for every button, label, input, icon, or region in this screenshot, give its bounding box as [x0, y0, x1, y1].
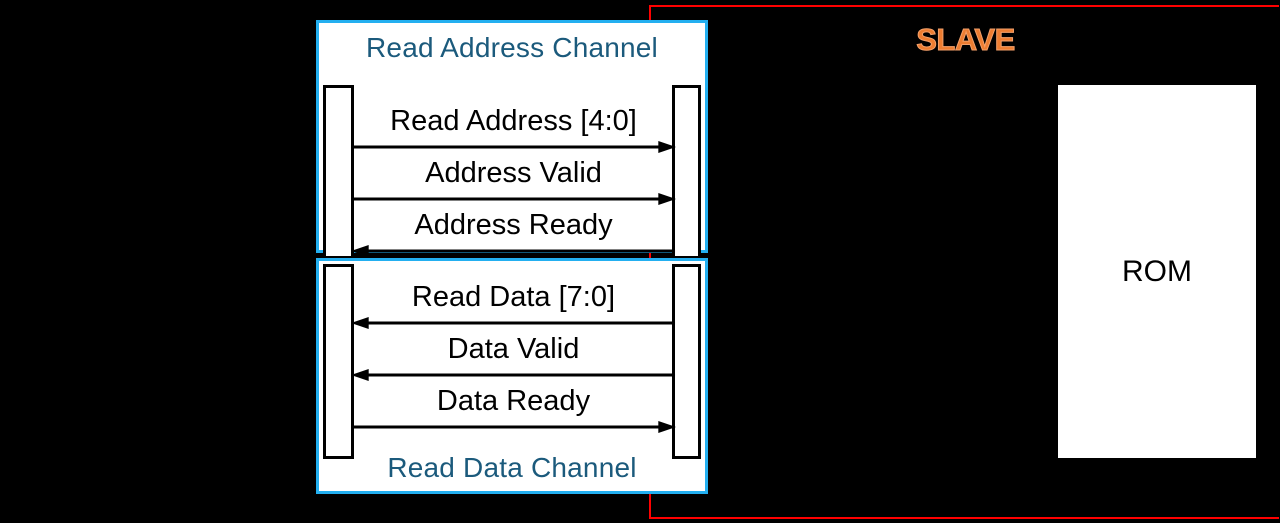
rom-label: ROM — [1122, 254, 1192, 288]
signal-data-ready: Data Ready — [351, 383, 676, 435]
signal-data-ready-label: Data Ready — [436, 385, 591, 417]
master-port-pillar-data — [323, 264, 354, 459]
signal-read-address: Read Address [4:0] — [351, 103, 676, 155]
signal-address-valid-label: Address Valid — [425, 157, 602, 189]
signal-data-valid: Data Valid — [351, 331, 676, 383]
slave-port-pillar-address — [672, 85, 701, 259]
arrow-right-icon — [351, 421, 676, 433]
arrow-left-icon — [351, 317, 676, 329]
read-data-channel-title: Read Data Channel — [387, 452, 637, 483]
arrow-left-icon — [351, 245, 676, 257]
read-address-channel-title: Read Address Channel — [366, 32, 658, 63]
slave-title: SLAVE — [916, 22, 1016, 58]
read-data-channel-box: Read Data [7:0] Data Valid Data Ready Re… — [316, 258, 708, 494]
signal-read-data-label: Read Data [7:0] — [411, 281, 616, 313]
signal-read-address-label: Read Address [4:0] — [390, 105, 637, 137]
arrow-right-icon — [351, 141, 676, 155]
slave-port-pillar-data — [672, 264, 701, 459]
signal-read-data: Read Data [7:0] — [351, 279, 676, 331]
arrow-left-icon — [351, 369, 676, 381]
read-address-channel-box: Read Address Channel Read Address [4:0] … — [316, 20, 708, 259]
master-port-pillar-address — [323, 85, 354, 259]
signal-address-ready: Address Ready — [351, 207, 676, 259]
rom-block: ROM — [1058, 85, 1256, 458]
signal-address-ready-label: Address Ready — [414, 209, 613, 241]
signal-address-valid: Address Valid — [351, 155, 676, 207]
signal-data-valid-label: Data Valid — [447, 333, 580, 365]
arrow-right-icon — [351, 193, 676, 205]
